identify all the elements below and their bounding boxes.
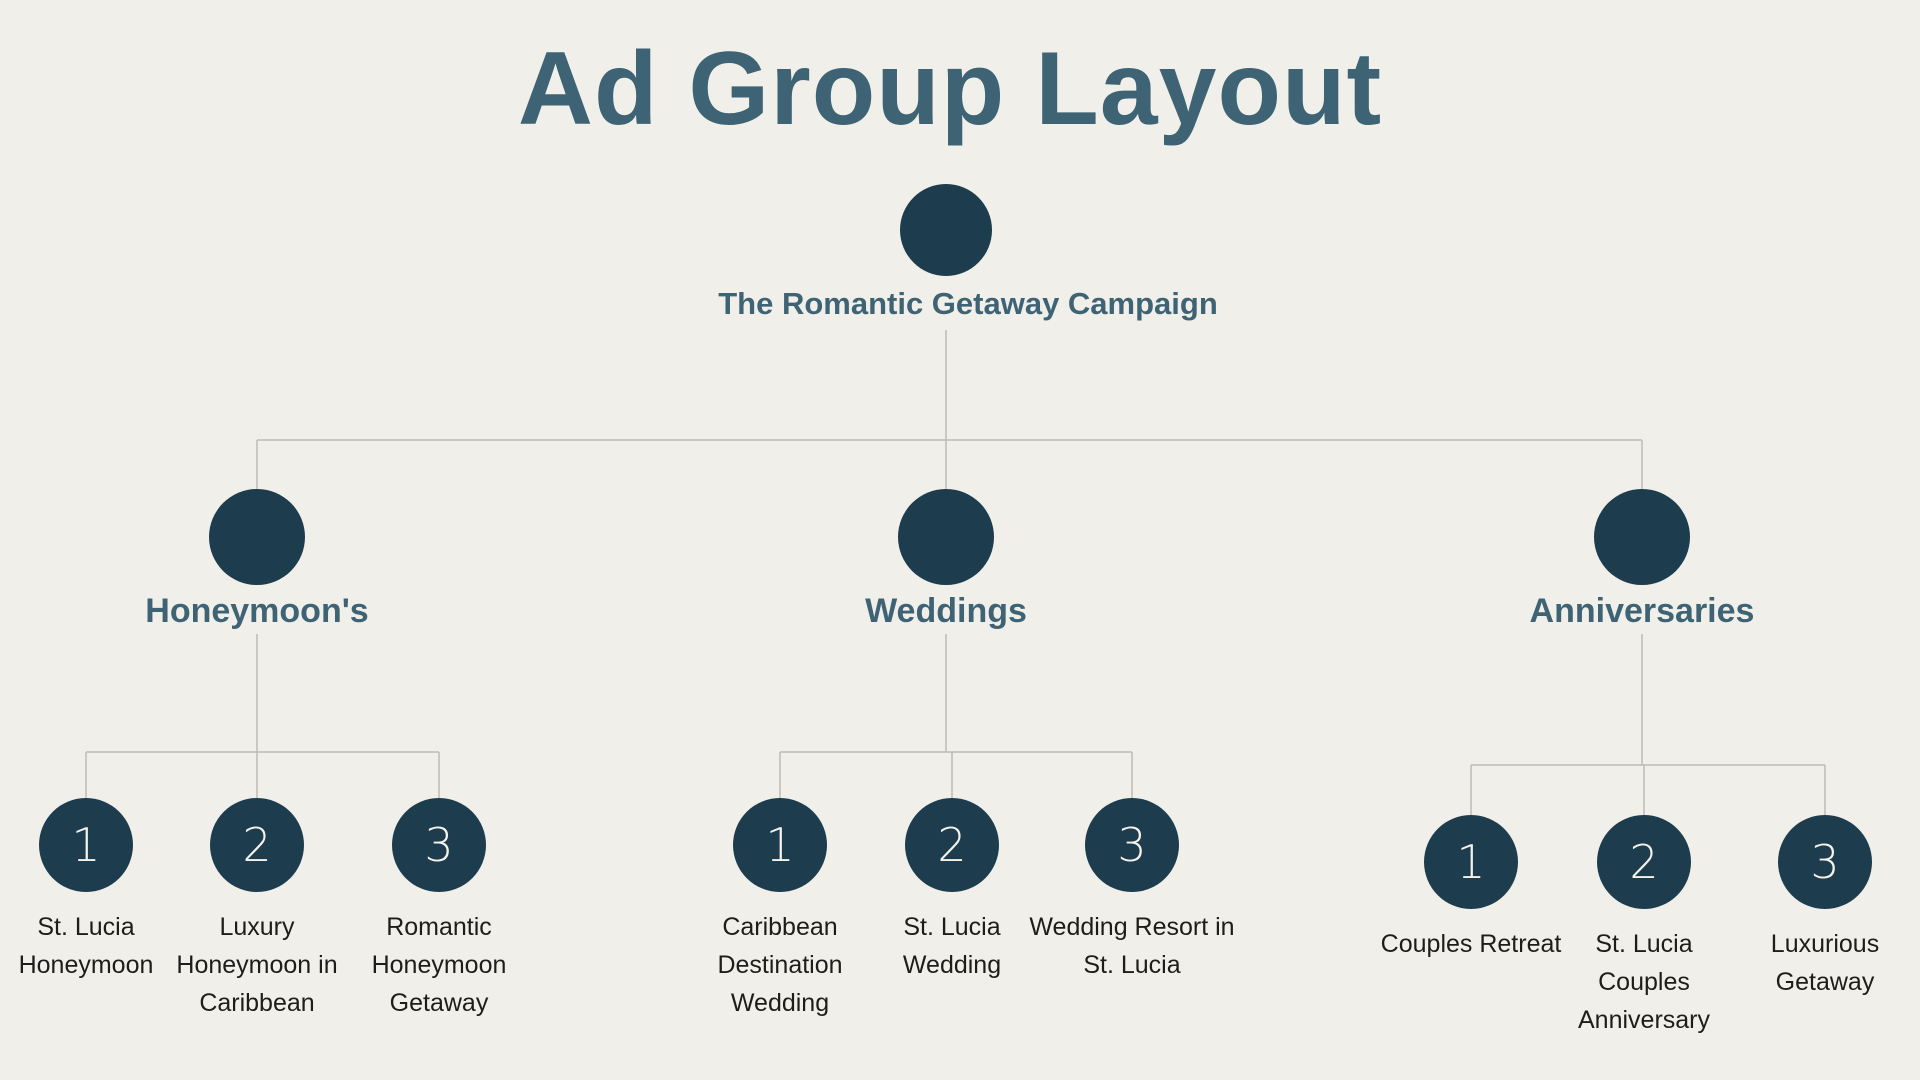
ad-label: Luxurious Getaway: [1770, 930, 1880, 996]
page-title: Ad Group Layout: [517, 31, 1383, 147]
ad-label: St. Lucia Wedding: [902, 913, 1002, 979]
campaign-label: The Romantic Getaway Campaign: [718, 286, 1218, 321]
ad-label: Caribbean Destination Wedding: [717, 913, 843, 1017]
adgroup-node-weddings: [898, 489, 994, 585]
ad-node-circle: 2: [210, 798, 304, 892]
campaign-node-circle: [900, 184, 992, 276]
adgroup-label-honeymoons: Honeymoon's: [145, 592, 369, 630]
ad-node-number: 2: [937, 818, 967, 872]
ad-node-number: 1: [1456, 835, 1486, 889]
ad-label: Wedding Resort in St. Lucia: [1029, 913, 1235, 979]
ad-label: Couples Retreat: [1380, 930, 1562, 958]
ad-node-circle: 3: [1778, 815, 1872, 909]
adgroup-label-anniversaries: Anniversaries: [1529, 592, 1755, 630]
ad-node-number: 1: [71, 818, 101, 872]
ad-node-circle: 2: [905, 798, 999, 892]
ad-node-number: 2: [242, 818, 272, 872]
ad-node-circle: 2: [1597, 815, 1691, 909]
ad-node-number: 3: [1117, 818, 1147, 872]
ad-node-circle: 1: [1424, 815, 1518, 909]
ad-label: Romantic Honeymoon Getaway: [371, 913, 507, 1017]
ad-label: Luxury Honeymoon in Caribbean: [176, 913, 338, 1017]
ad-node-circle: 3: [1085, 798, 1179, 892]
ad-node-circle: 3: [392, 798, 486, 892]
ad-node-number: 1: [765, 818, 795, 872]
ad-node-circle: 1: [39, 798, 133, 892]
ad-label: St. Lucia Couples Anniversary: [1578, 930, 1710, 1034]
ad-node-number: 3: [424, 818, 454, 872]
adgroup-node-anniversaries: [1594, 489, 1690, 585]
adgroup-node-honeymoons: [209, 489, 305, 585]
ad-node-number: 3: [1810, 835, 1840, 889]
ad-label: St. Lucia Honeymoon: [18, 913, 154, 979]
ad-node-circle: 1: [733, 798, 827, 892]
ad-node-number: 2: [1629, 835, 1659, 889]
adgroup-label-weddings: Weddings: [865, 592, 1027, 630]
